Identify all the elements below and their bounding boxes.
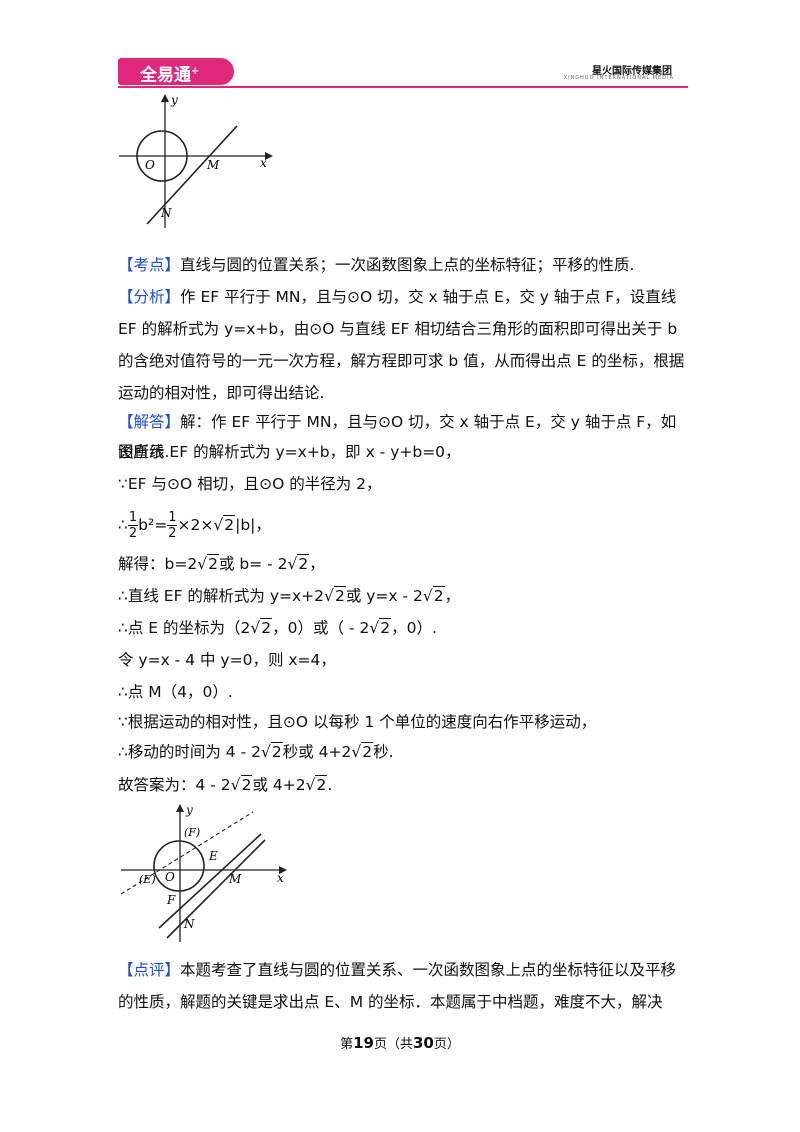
text-part: ， (309, 555, 325, 573)
kaodian-paragraph: 【考点】直线与圆的位置关系；一次函数图象上点的坐标特征；平移的性质. (118, 249, 688, 281)
solution-line-1: 设直线 EF 的解析式为 y=x+b，即 x - y+b=0， (118, 443, 461, 461)
logo-text: 全易通 (140, 65, 191, 86)
sqrt-two: 2 (270, 742, 283, 761)
solution-line-4: 解得：b=2√2或 b= - 2√2， (118, 554, 325, 573)
brand-name: 星火国际传媒集团 (592, 66, 672, 77)
sqrt-two: 2 (379, 618, 392, 637)
fenxi-tag: 【分析】 (118, 288, 181, 306)
text-part: 或 y=x - 2 (345, 587, 423, 605)
sqrt-two: 2 (432, 586, 445, 605)
fig1-m-label: M (206, 158, 220, 172)
fig2-n-label: N (183, 917, 195, 931)
jieda-tag: 【解答】 (118, 413, 181, 431)
page-header: 全易通+ 星火国际传媒集团 XINGHUO INTERNATIONAL MEDI… (118, 58, 688, 88)
brand-subtitle: XINGHUO INTERNATIONAL MEDIA (563, 75, 674, 81)
fig1-o-label: O (145, 158, 155, 172)
sqrt-two: 2 (207, 554, 219, 573)
fenxi-paragraph: 【分析】作 EF 平行于 MN，且与⊙O 切，交 x 轴于点 E，交 y 轴于点… (118, 281, 688, 409)
text-part: ，0）或（ - 2 (272, 619, 370, 637)
text-part: . (327, 776, 333, 794)
fraction-numerator: 1 (167, 510, 178, 526)
fraction-denominator: 2 (168, 526, 177, 541)
fraction-denominator: 2 (128, 526, 138, 541)
text-part: ，0）. (391, 619, 437, 637)
sqrt-two: 2 (223, 515, 236, 534)
fig2-e-paren-label: (E) (139, 873, 156, 886)
solution-line-9: ∵根据运动的相对性，且⊙O 以每秒 1 个单位的速度向右作平移运动， (118, 713, 597, 731)
times-two: ×2× (177, 516, 214, 534)
dianping-text: 本题考查了直线与圆的位置关系、一次函数图象上点的坐标特征以及平移的性质，解题的关… (118, 961, 677, 1011)
fig1-y-label: y (170, 93, 178, 107)
sqrt-two: 2 (260, 618, 273, 637)
fig2-e-label: E (208, 849, 218, 863)
text-part: ∴直线 EF 的解析式为 y=x+2 (118, 587, 325, 605)
footer-text: 页） (433, 1037, 460, 1052)
sqrt-two: 2 (315, 775, 328, 794)
figure-2-diagram: y x (F) (E) O E M F N (120, 803, 287, 942)
fig1-x-label: x (260, 156, 267, 170)
fig1-n-label: N (160, 206, 172, 220)
solution-answer: 故答案为：4 - 2√2或 4+2√2. (118, 775, 333, 794)
total-page-count: 30 (413, 1034, 434, 1052)
text-part: 或 b= - 2 (218, 555, 288, 573)
solution-line-10: ∴移动的时间为 4 - 2√2秒或 4+2√2秒. (118, 742, 394, 761)
solution-line-2: ∵EF 与⊙O 相切，且⊙O 的半径为 2， (118, 475, 382, 493)
b-squared: b²= (138, 516, 168, 534)
sqrt-two: 2 (361, 742, 374, 761)
fraction-numerator: 1 (127, 510, 139, 526)
current-page-number: 19 (353, 1034, 374, 1052)
sqrt-two: 2 (297, 554, 310, 573)
solution-line-5: ∴直线 EF 的解析式为 y=x+2√2或 y=x - 2√2， (118, 586, 461, 605)
footer-text: 页（共 (373, 1037, 413, 1052)
text-part: 秒或 4+2 (282, 743, 352, 761)
dianping-paragraph: 【点评】本题考查了直线与圆的位置关系、一次函数图象上点的坐标特征以及平移的性质，… (118, 954, 688, 1018)
logo-mark: + (191, 66, 200, 77)
fig2-o-label: O (165, 870, 175, 884)
text-part: 秒. (373, 743, 394, 761)
jieda-text: 解：作 EF 平行于 MN，且与⊙O 切，交 x 轴于点 E，交 y 轴于点 F… (118, 413, 677, 461)
kaodian-text: 直线与圆的位置关系；一次函数图象上点的坐标特征；平移的性质. (180, 256, 635, 274)
fig2-m-label: M (228, 872, 242, 886)
solution-line-8: ∴点 M（4，0）. (118, 683, 233, 701)
fig2-f-paren-label: (F) (184, 826, 200, 839)
solution-line-6: ∴点 E 的坐标为（2√2，0）或（ - 2√2，0）. (118, 618, 437, 637)
fig2-x-label: x (277, 871, 284, 885)
solution-line-7: 令 y=x - 4 中 y=0，则 x=4， (118, 651, 336, 669)
fig2-f-label: F (166, 893, 176, 907)
sqrt-two: 2 (333, 586, 346, 605)
jieda-paragraph: 【解答】解：作 EF 平行于 MN，且与⊙O 切，交 x 轴于点 E，交 y 轴… (118, 407, 688, 467)
fenxi-text: 作 EF 平行于 MN，且与⊙O 切，交 x 轴于点 E，交 y 轴于点 F，设… (118, 288, 685, 402)
kaodian-tag: 【考点】 (118, 256, 181, 274)
header-rule (118, 86, 688, 88)
dianping-tag: 【点评】 (118, 961, 181, 979)
text-part: ∴点 E 的坐标为（2 (118, 619, 251, 637)
page-footer: 第19页（共30页） (0, 1033, 800, 1052)
footer-text: 第 (340, 1037, 354, 1052)
text-part: 或 4+2 (252, 776, 306, 794)
abs-b: |b|， (235, 516, 271, 534)
text-part: ∴移动的时间为 4 - 2 (118, 743, 261, 761)
publisher-logo: 全易通+ (118, 58, 234, 86)
figure-1-diagram: y x O M N (119, 93, 273, 228)
text-part: 故答案为：4 - 2 (118, 776, 231, 794)
fig2-y-label: y (185, 803, 193, 817)
text-part: 解得：b=2 (118, 555, 198, 573)
sqrt-two: 2 (240, 775, 253, 794)
text-part: ， (444, 587, 461, 605)
therefore-symbol: ∴ (118, 516, 128, 534)
